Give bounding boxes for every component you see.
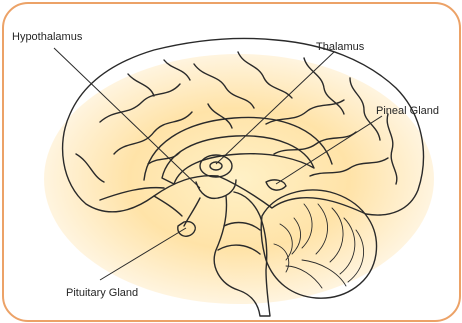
pituitary-gland-shape bbox=[178, 222, 195, 237]
pituitary-gland-label: Pituitary Gland bbox=[66, 287, 138, 300]
pineal-gland-shape bbox=[266, 180, 286, 190]
brain-illustration bbox=[4, 4, 459, 320]
cerebrum-outline bbox=[63, 38, 424, 215]
hypothalamus-label: Hypothalamus bbox=[12, 31, 82, 44]
thalamus-label: Thalamus bbox=[316, 41, 364, 54]
thalamus-shape bbox=[200, 155, 232, 177]
cerebellum bbox=[261, 190, 376, 298]
brainstem bbox=[214, 192, 270, 316]
pituitary-gland-leader bbox=[100, 228, 186, 280]
thalamus-leader bbox=[216, 52, 334, 164]
pineal-gland-label: Pineal Gland bbox=[376, 105, 439, 118]
